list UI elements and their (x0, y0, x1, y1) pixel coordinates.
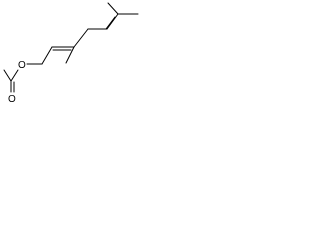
bond (65, 46, 75, 64)
bond (107, 2, 119, 15)
skeletal-structure: O O (3, 2, 139, 104)
bond (106, 13, 119, 30)
bond (3, 69, 12, 82)
atom-label-ester-oxygen: O (18, 60, 26, 71)
double-bond-inner-line (105, 16, 116, 30)
bond (73, 28, 89, 48)
bond (41, 46, 53, 65)
bond (10, 69, 19, 82)
atom-label-carbonyl-oxygen: O (8, 94, 16, 104)
bond-network (3, 2, 139, 93)
